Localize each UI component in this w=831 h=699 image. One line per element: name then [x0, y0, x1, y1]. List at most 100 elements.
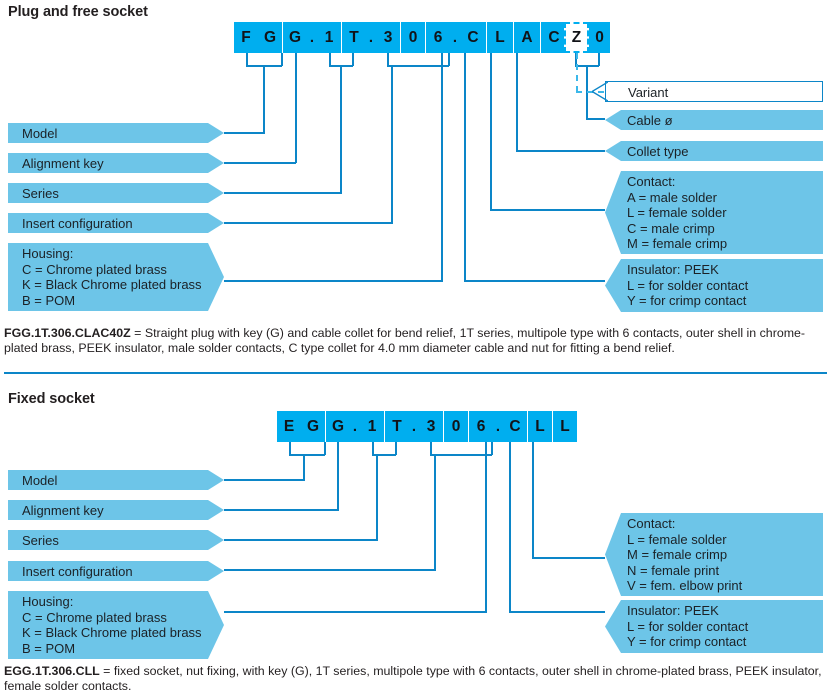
caption-fixed-socket-part-number: EGG.1T.306.CLL: [4, 664, 100, 678]
label-contact-line-2: L = female solder: [627, 205, 727, 221]
caption-plug: FGG.1T.306.CLAC40Z = Straight plug with …: [4, 326, 830, 357]
label-series-text: Series: [22, 186, 59, 201]
label2-housing-line-0: Housing:: [22, 594, 74, 609]
code-cell-9: L: [487, 22, 513, 53]
leader2-drop-alignment: [337, 442, 339, 510]
code2-cell-sep-3: .: [493, 411, 503, 442]
label2-series-text: Series: [22, 533, 59, 548]
label2-contact-line-2: M = female crimp: [627, 547, 728, 563]
label2-housing-line-2: K = Black Chrome plated brass: [22, 625, 202, 641]
code-cell-sep-2: .: [366, 22, 376, 53]
code-cell-variant-z: Z: [564, 22, 589, 53]
code-cell-6: 0: [401, 22, 425, 53]
label-insert-configuration-text: Insert configuration: [22, 216, 133, 231]
label-series: Series: [8, 183, 224, 203]
code-cell-8: C: [460, 22, 486, 53]
label-collet-type-text: Collet type: [627, 144, 689, 159]
leader2-drop-insulator: [509, 442, 511, 612]
leader-bracket-insert: [387, 65, 449, 67]
label2-insulator: Insulator: PEEK L = for solder contact Y…: [605, 600, 823, 653]
leader-run-variant: [576, 91, 604, 93]
label-housing: Housing: C = Chrome plated brass K = Bla…: [8, 243, 224, 311]
label-model: Model: [8, 123, 224, 143]
leader-run-collet: [516, 150, 605, 152]
section-title-fixed-socket: Fixed socket: [8, 391, 95, 407]
leader-tick-cable-a: [575, 53, 577, 66]
label2-contact-line-4: V = fem. elbow print: [627, 578, 743, 594]
leader2-bracket-insert: [430, 454, 492, 456]
code2-cell-sep-1: .: [350, 411, 360, 442]
label-housing-line-0: Housing:: [22, 246, 74, 261]
label-housing-line-1: C = Chrome plated brass: [22, 261, 167, 277]
code2-cell-3: 1: [360, 411, 384, 442]
leader-run-series: [224, 192, 342, 194]
code-cell-4: T: [342, 22, 366, 53]
label2-series: Series: [8, 530, 224, 550]
leader-tick-insert-b: [448, 53, 450, 66]
label2-model-text: Model: [22, 473, 58, 488]
leader2-run-insert: [224, 569, 436, 571]
label2-contact: Contact: L = female solder M = female cr…: [605, 513, 823, 596]
caption-fixed-socket: EGG.1T.306.CLL = fixed socket, nut fixin…: [4, 664, 830, 695]
code2-cell-6: 0: [444, 411, 468, 442]
label2-contact-line-3: N = female print: [627, 562, 720, 578]
leader-drop-insulator: [464, 53, 466, 280]
leader2-bracket-series: [372, 454, 396, 456]
label2-insulator-line-0: Insulator: PEEK: [627, 603, 719, 618]
code-cell-sep-1: .: [307, 22, 317, 53]
leader-run-insert: [224, 222, 393, 224]
leader2-tick-model-a: [289, 442, 291, 455]
leader2-drop-housing: [485, 442, 487, 612]
label-housing-line-3: B = POM: [22, 292, 76, 308]
leader-run-contact: [490, 209, 605, 211]
leader2-run-housing: [224, 611, 487, 613]
leader-run-model: [224, 132, 265, 134]
leader2-tick-series-a: [372, 442, 374, 455]
label2-contact-line-0: Contact:: [627, 516, 676, 531]
code-cell-13: 0: [589, 22, 610, 53]
code2-cell-0: E: [277, 411, 301, 442]
label2-contact-line-1: L = female solder: [627, 531, 727, 547]
leader2-drop-model: [303, 454, 305, 480]
code2-cell-sep-2: .: [409, 411, 419, 442]
label2-alignment-key-text: Alignment key: [22, 503, 104, 518]
caption-plug-part-number: FGG.1T.306.CLAC40Z: [4, 326, 131, 340]
leader2-drop-insert: [434, 454, 436, 570]
leader2-tick-series-b: [395, 442, 397, 455]
leader-drop-insert: [391, 65, 393, 223]
label-contact-line-1: A = male solder: [627, 189, 717, 205]
label2-alignment-key: Alignment key: [8, 500, 224, 520]
leader-run-housing: [224, 280, 443, 282]
leader2-drop-series: [376, 454, 378, 540]
section-title-plug-and-free-socket: Plug and free socket: [8, 4, 148, 20]
leader2-run-model: [224, 479, 305, 481]
code-string-fixed-socket: E G G . 1 T . 3 0 6 . C L L: [0, 411, 831, 442]
section-divider: [4, 372, 827, 374]
leader2-run-series: [224, 539, 378, 541]
leader-run-insulator: [464, 280, 605, 282]
label-insert-configuration: Insert configuration: [8, 213, 224, 233]
label-contact-line-0: Contact:: [627, 174, 676, 189]
code2-cell-10: L: [553, 411, 577, 442]
leader-tick-model-a: [246, 53, 248, 66]
leader2-tick-model-b: [324, 442, 326, 455]
leader-run-cable: [586, 118, 605, 120]
label-alignment-key-text: Alignment key: [22, 156, 104, 171]
code-cell-sep-3: .: [450, 22, 460, 53]
leader-drop-collet: [516, 53, 518, 151]
leader-tick-series-b: [352, 53, 354, 66]
code-cell-7: 6: [426, 22, 450, 53]
caption-plug-text: = Straight plug with key (G) and cable c…: [4, 326, 806, 356]
leader2-bracket-model: [289, 454, 325, 456]
label-housing-line-2: K = Black Chrome plated brass: [22, 277, 202, 293]
label-variant-text: Variant: [628, 85, 669, 100]
leader-drop-contact: [490, 53, 492, 210]
leader-tick-cable-b: [598, 53, 600, 66]
code2-cell-7: 6: [469, 411, 493, 442]
code-cell-11: C: [541, 22, 567, 53]
leader-tick-series-a: [329, 53, 331, 66]
label-contact-line-4: M = female crimp: [627, 236, 728, 252]
leader2-run-alignment: [224, 509, 339, 511]
code2-cell-9: L: [528, 411, 552, 442]
